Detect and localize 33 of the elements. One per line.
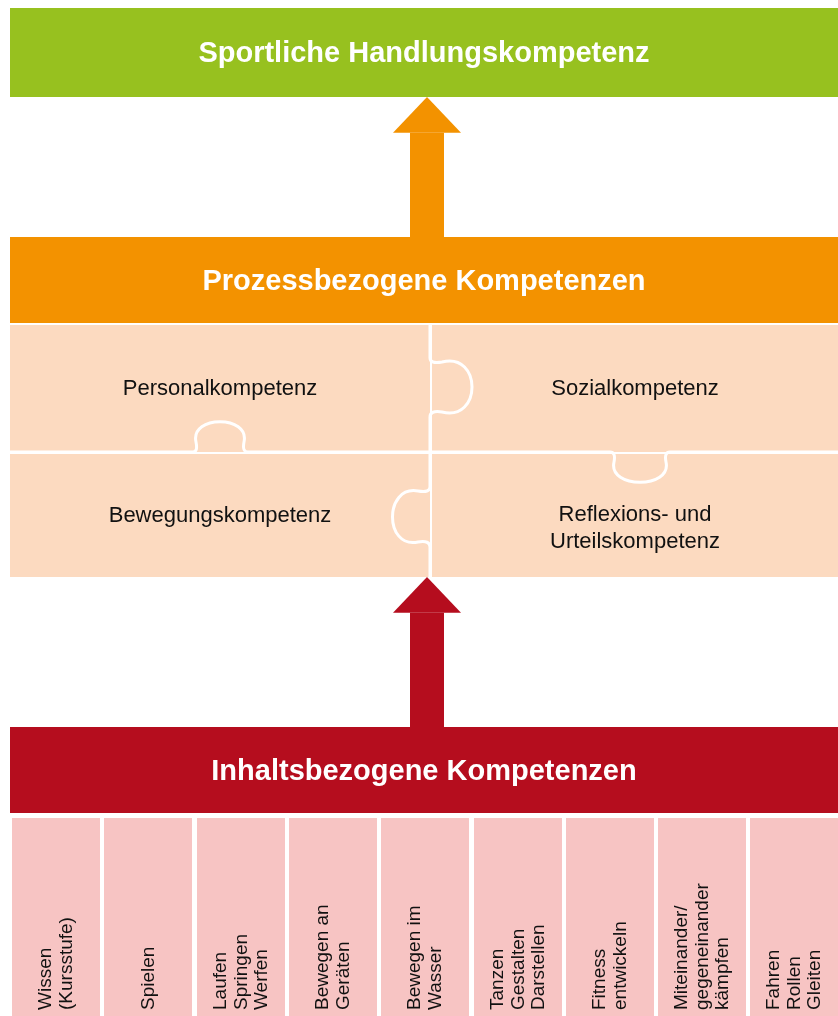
- category-label: Bewegen im Wasser: [404, 904, 447, 1010]
- piece-label: Personalkompetenz: [122, 375, 318, 402]
- arrow: [393, 97, 461, 237]
- category-column: [104, 818, 193, 1016]
- category-column: [565, 818, 654, 1016]
- section-header: Prozessbezogene Kompetenzen: [10, 237, 838, 323]
- arrow: [393, 577, 461, 727]
- title-band: Sportliche Handlungskompetenz: [10, 8, 838, 97]
- category-column: [658, 818, 747, 1016]
- category-label: Fitness entwickeln: [588, 920, 631, 1010]
- category-label: Spielen: [137, 945, 159, 1010]
- category-column: [473, 818, 562, 1016]
- piece-label: Reflexions- und Urteilskompetenz: [549, 501, 721, 554]
- category-column: [750, 818, 838, 1016]
- category-label: Wissen (Kursstufe): [35, 916, 77, 1010]
- puzzle-piece: [432, 325, 838, 452]
- category-column: [196, 818, 285, 1016]
- category-label: Laufen Springen Werfen: [209, 932, 272, 1010]
- category-column: [288, 818, 377, 1016]
- category-column: [12, 818, 100, 1016]
- puzzle-piece: [10, 325, 430, 452]
- section-panel: [10, 727, 838, 1016]
- category-column: [381, 818, 470, 1016]
- section-panel: [10, 237, 838, 577]
- puzzle-piece: [432, 454, 838, 577]
- puzzle-piece: [10, 454, 430, 577]
- category-label: Tanzen Gestalten Darstellen: [486, 923, 549, 1010]
- section-header: Inhaltsbezogene Kompetenzen: [10, 727, 838, 813]
- piece-label: Sozialkompetenz: [551, 375, 719, 402]
- piece-label: Bewegungskompetenz: [108, 502, 332, 529]
- category-label: Fahren Rollen Gleiten: [763, 948, 826, 1010]
- category-label: Miteinander/ gegeneinander kämpfen: [670, 882, 734, 1010]
- category-label: Bewegen an Geräten: [312, 903, 354, 1010]
